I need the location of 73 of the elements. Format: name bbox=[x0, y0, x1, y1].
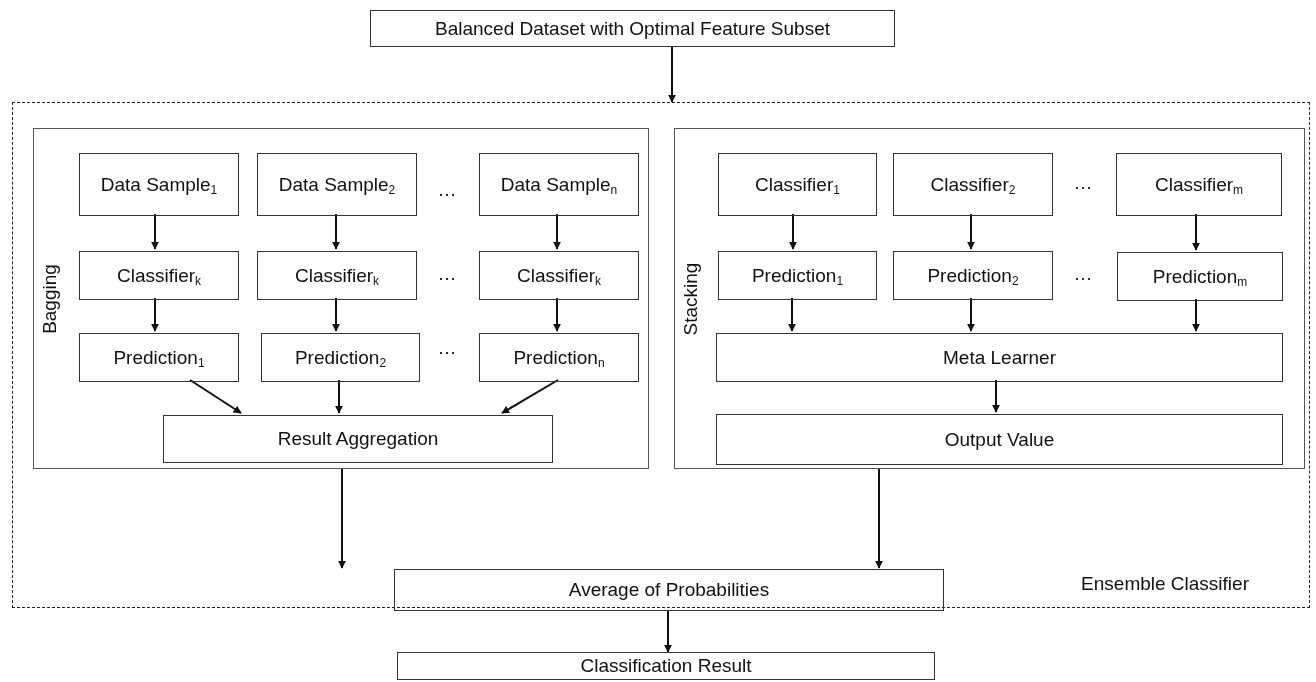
process-box bbox=[163, 415, 553, 463]
process-box bbox=[718, 153, 877, 216]
box-label: Classifier$_{m}$ bbox=[1153, 173, 1245, 196]
arrow bbox=[664, 609, 672, 653]
box-label: Balanced Dataset with Optimal Feature Subset bbox=[434, 17, 831, 40]
box-label: Classifier$_{1}$ bbox=[754, 173, 841, 196]
panel-title: Stacking bbox=[680, 262, 702, 335]
arrow bbox=[967, 213, 975, 250]
arrow bbox=[1192, 298, 1200, 332]
arrow bbox=[332, 213, 340, 250]
arrow bbox=[501, 379, 559, 414]
arrow bbox=[1192, 213, 1200, 251]
box-label: Prediction$_{n}$ bbox=[512, 346, 606, 369]
arrow bbox=[189, 379, 242, 414]
ellipsis: … bbox=[437, 263, 457, 285]
ellipsis: … bbox=[437, 179, 457, 201]
arrow bbox=[151, 213, 159, 250]
arrow bbox=[875, 467, 883, 569]
arrow bbox=[992, 379, 1000, 413]
arrow bbox=[789, 213, 797, 250]
box-label: Classifier$_{k}$ bbox=[515, 264, 603, 287]
box-label: Classification Result bbox=[579, 655, 753, 677]
box-label: Prediction$_{2}$ bbox=[293, 346, 388, 369]
box-label: Prediction$_{2}$ bbox=[926, 264, 1020, 287]
group-panel bbox=[674, 128, 1305, 469]
arrow bbox=[553, 297, 561, 332]
ellipsis: … bbox=[437, 337, 457, 359]
arrow bbox=[338, 467, 346, 569]
process-box bbox=[479, 153, 639, 216]
box-label: Result Aggregation bbox=[276, 428, 440, 450]
region-label: Ensemble Classifier bbox=[1081, 573, 1249, 595]
arrow bbox=[332, 297, 340, 332]
process-box bbox=[893, 153, 1053, 216]
box-label: Classifier$_{2}$ bbox=[929, 173, 1017, 196]
dashed-region bbox=[12, 102, 1310, 608]
arrow bbox=[788, 297, 796, 332]
arrow bbox=[668, 46, 676, 103]
box-label: Classifier$_{k}$ bbox=[293, 264, 381, 287]
box-label: Average of Probabilities bbox=[567, 579, 771, 601]
process-box bbox=[479, 333, 639, 382]
process-box bbox=[716, 333, 1283, 382]
box-label: Data Sample$_{n}$ bbox=[499, 173, 619, 196]
process-box bbox=[261, 333, 420, 382]
process-box bbox=[370, 10, 895, 47]
process-box bbox=[1117, 252, 1283, 301]
process-box bbox=[397, 652, 935, 680]
box-label: Prediction$_{1}$ bbox=[112, 346, 206, 369]
box-label: Meta Learner bbox=[942, 346, 1057, 369]
box-label: Output Value bbox=[943, 428, 1056, 451]
arrow bbox=[553, 213, 561, 250]
panel-title: Bagging bbox=[39, 263, 61, 334]
process-box bbox=[893, 251, 1053, 300]
group-panel bbox=[33, 128, 649, 469]
box-label: Prediction$_{m}$ bbox=[1151, 265, 1249, 288]
process-box bbox=[79, 251, 239, 300]
box-label: Prediction$_{1}$ bbox=[750, 264, 845, 287]
process-box bbox=[79, 333, 239, 382]
box-label: Classifier$_{k}$ bbox=[115, 264, 203, 287]
process-box bbox=[257, 251, 417, 300]
process-box bbox=[718, 251, 877, 300]
box-label: Data Sample$_{1}$ bbox=[99, 173, 219, 196]
process-box bbox=[394, 569, 944, 611]
ellipsis: … bbox=[1073, 263, 1093, 285]
box-label: Data Sample$_{2}$ bbox=[277, 173, 397, 196]
process-box bbox=[716, 414, 1283, 465]
process-box bbox=[79, 153, 239, 216]
arrow bbox=[967, 297, 975, 332]
ellipsis: … bbox=[1073, 172, 1093, 194]
arrow bbox=[151, 297, 159, 332]
process-box bbox=[1116, 153, 1282, 216]
process-box bbox=[257, 153, 417, 216]
process-box bbox=[479, 251, 639, 300]
arrow bbox=[335, 379, 343, 414]
